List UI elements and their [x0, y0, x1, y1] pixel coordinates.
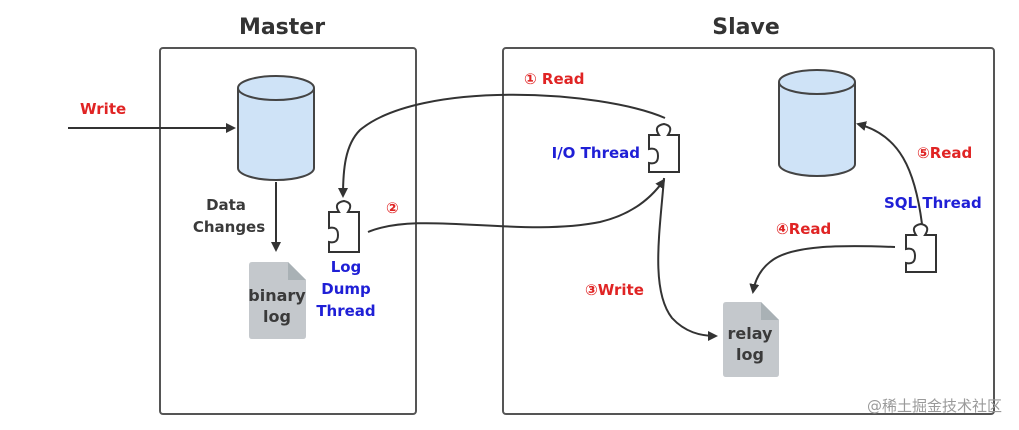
log-dump-thread-label-1: Log	[331, 258, 362, 276]
write-label: Write	[80, 100, 126, 118]
binary-log-label-2: log	[263, 307, 291, 326]
step4-read-arrow	[749, 245, 896, 294]
relay-log-file-icon	[723, 302, 779, 377]
io-thread-label: I/O Thread	[552, 144, 640, 162]
step2-label: ②	[386, 199, 399, 217]
step5-read-arrow	[856, 121, 923, 225]
master-title: Master	[239, 15, 325, 40]
binary-log-file-icon	[249, 262, 306, 339]
slave-box	[502, 47, 995, 415]
data-changes-label-1: Data	[206, 196, 246, 214]
step4-read-label: ④Read	[776, 220, 831, 238]
relay-log-label-1: relay	[728, 324, 774, 343]
step5-read-label: ⑤Read	[917, 144, 972, 162]
step2-arrow	[367, 178, 666, 233]
log-dump-thread-puzzle-icon	[328, 199, 360, 253]
step3-write-label: ③Write	[585, 281, 644, 299]
step1-read-arrow	[338, 93, 666, 198]
watermark: @稀土掘金技术社区	[867, 397, 1002, 415]
relay-log-label-2: log	[736, 345, 764, 364]
sql-thread-puzzle-icon	[905, 222, 937, 273]
step3-write-arrow	[657, 177, 718, 341]
binary-log-label-1: binary	[248, 286, 306, 305]
log-dump-thread-label-2: Dump	[321, 280, 371, 298]
data-changes-label-2: Changes	[193, 218, 265, 236]
master-database-icon	[237, 75, 315, 181]
io-thread-puzzle-icon	[648, 122, 680, 173]
slave-database-icon	[778, 69, 856, 177]
log-dump-thread-label-3: Thread	[316, 302, 375, 320]
slave-title: Slave	[712, 15, 780, 40]
sql-thread-label: SQL Thread	[884, 194, 982, 212]
master-box	[159, 47, 417, 415]
step1-read-label: ① Read	[524, 70, 585, 88]
